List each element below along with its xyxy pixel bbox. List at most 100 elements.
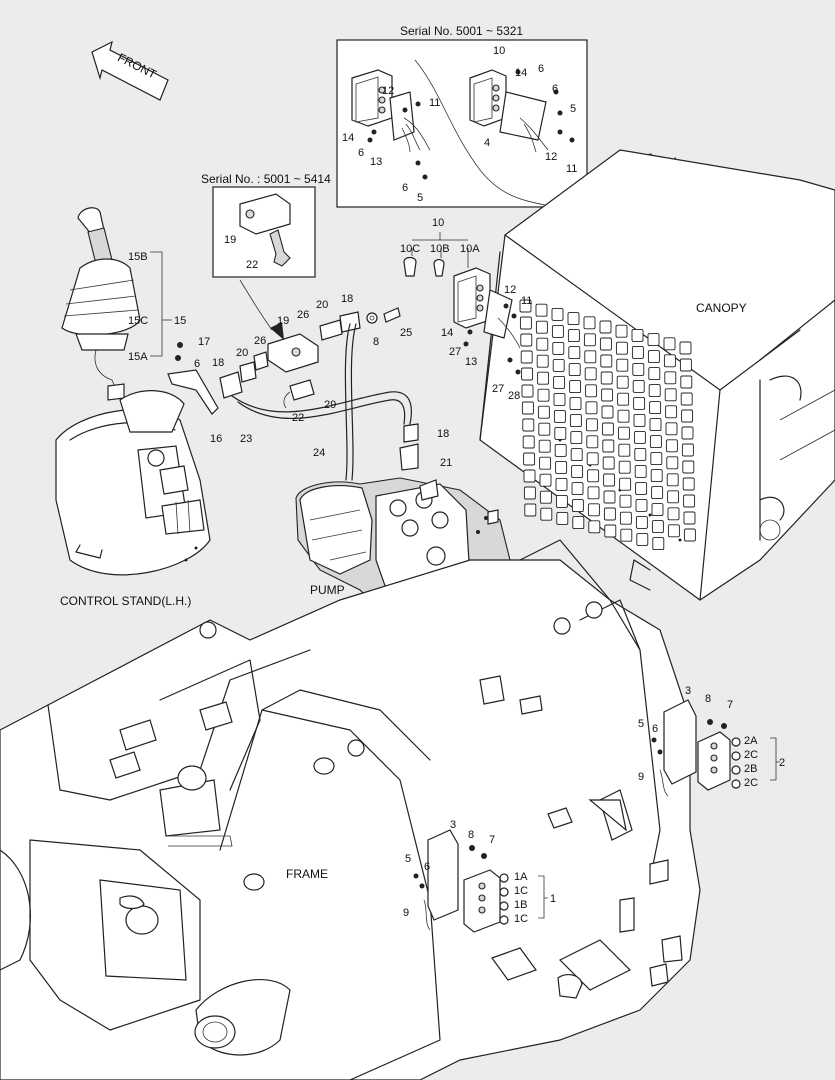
grille-slot	[586, 435, 599, 449]
serial-left-label: Serial No. : 5001 ~ 5414	[201, 172, 331, 186]
grille-slot	[631, 328, 644, 342]
callout-6: 6	[552, 83, 558, 95]
grille-slot	[585, 401, 598, 415]
grille-slot	[571, 465, 584, 479]
callout-1: 1	[550, 893, 556, 905]
callout-20: 20	[316, 299, 328, 311]
grille-slot	[663, 354, 676, 368]
grille-slot	[600, 371, 613, 385]
grille-slot	[569, 397, 582, 411]
grille-slot	[521, 401, 534, 415]
grille-slot	[522, 435, 535, 449]
callout-28: 28	[508, 390, 520, 402]
callout-10C: 10C	[400, 243, 420, 255]
grille-slot	[603, 490, 616, 504]
callout-2C: 2C	[744, 777, 758, 789]
callout-18: 18	[437, 428, 449, 440]
grille-slot	[520, 333, 533, 347]
grille-slot	[617, 392, 630, 406]
grille-slot	[651, 503, 664, 517]
callout-6: 6	[402, 182, 408, 194]
callout-1B: 1B	[514, 899, 527, 911]
callout-27: 27	[449, 346, 461, 358]
grille-slot	[650, 452, 663, 466]
grille-slot	[585, 384, 598, 398]
valve-assembly: 19 26 20 18 26 20 18 8 25 29 22 23 24	[212, 293, 412, 481]
grille-slot	[554, 443, 567, 457]
grille-slot	[664, 388, 677, 402]
grille-slot	[679, 341, 692, 355]
grille-slot	[568, 346, 581, 360]
grille-slot	[682, 460, 695, 474]
callout-24: 24	[313, 447, 325, 459]
callout-11: 11	[566, 163, 577, 175]
grille-slot	[651, 486, 664, 500]
callout-21: 21	[440, 457, 452, 469]
control-stand: CONTROL STAND(L.H.)	[55, 390, 211, 608]
callout-2: 2	[779, 757, 785, 769]
grille-slot	[584, 350, 597, 364]
callout-9: 9	[403, 907, 409, 919]
grille-slot	[649, 418, 662, 432]
grille-slot	[615, 324, 628, 338]
grille-slot	[635, 481, 648, 495]
grille-slot	[633, 413, 646, 427]
callout-26: 26	[297, 309, 309, 321]
callout-15B: 15B	[128, 251, 148, 263]
frame-label: FRAME	[286, 867, 328, 881]
grille-slot	[619, 511, 632, 525]
callout-17: 17	[198, 336, 210, 348]
rear-light-2: 3 8 7 5 6 9 2A 2C 2B 2C 2	[638, 685, 785, 797]
grille-slot	[583, 333, 596, 347]
callout-1A: 1A	[514, 871, 528, 883]
grille-slot	[601, 405, 614, 419]
callout-20: 20	[236, 347, 248, 359]
grille-slot	[535, 320, 548, 334]
grille-slot	[663, 337, 676, 351]
callout-1C: 1C	[514, 885, 528, 897]
callout-6: 6	[538, 63, 544, 75]
grille-slot	[519, 299, 532, 313]
callout-27: 27	[492, 383, 504, 395]
grille-slot	[601, 422, 614, 436]
grille-slot	[587, 469, 600, 483]
rear-light-1: 3 8 7 5 6 9 1A 1C 1B 1C 1	[403, 819, 556, 933]
callout-8: 8	[373, 336, 379, 348]
grille-slot	[536, 354, 549, 368]
grille-slot	[615, 341, 628, 355]
callout-13: 13	[465, 356, 477, 368]
callout-6: 6	[194, 358, 200, 370]
grille-slot	[683, 511, 696, 525]
inset-top-callouts: 10 14 6 6 5 4 12 11 12 11 14 6 13 6 5	[342, 45, 577, 204]
grille-slot	[602, 439, 615, 453]
grille-slot	[571, 499, 584, 513]
grille-slot	[570, 431, 583, 445]
callout-15: 15	[174, 315, 186, 327]
callout-15A: 15A	[128, 351, 148, 363]
grille-slot	[651, 520, 664, 534]
grille-slot	[618, 460, 631, 474]
callout-9: 9	[638, 771, 644, 783]
grille-slot	[632, 379, 645, 393]
valve-bracket: 17 6 16	[167, 336, 222, 445]
frame: FRAME	[0, 539, 701, 1080]
grille-slot	[683, 528, 696, 542]
grille-slot	[555, 494, 568, 508]
canopy-label: CANOPY	[696, 301, 747, 315]
grille-slot	[648, 367, 661, 381]
joystick: 15B 15C 15 15A	[61, 207, 186, 401]
callout-6: 6	[652, 723, 658, 735]
grille-slot	[599, 337, 612, 351]
grille-slot	[585, 418, 598, 432]
grille-slot	[539, 490, 552, 504]
grille-slot	[584, 367, 597, 381]
grille-slot	[569, 414, 582, 428]
grille-slot	[649, 401, 662, 415]
grille-slot	[680, 375, 693, 389]
grille-slot	[521, 367, 534, 381]
grille-slot	[535, 303, 548, 317]
grille-slot	[665, 405, 678, 419]
grille-slot	[523, 486, 536, 500]
grille-slot	[583, 316, 596, 330]
grille-slot	[587, 486, 600, 500]
